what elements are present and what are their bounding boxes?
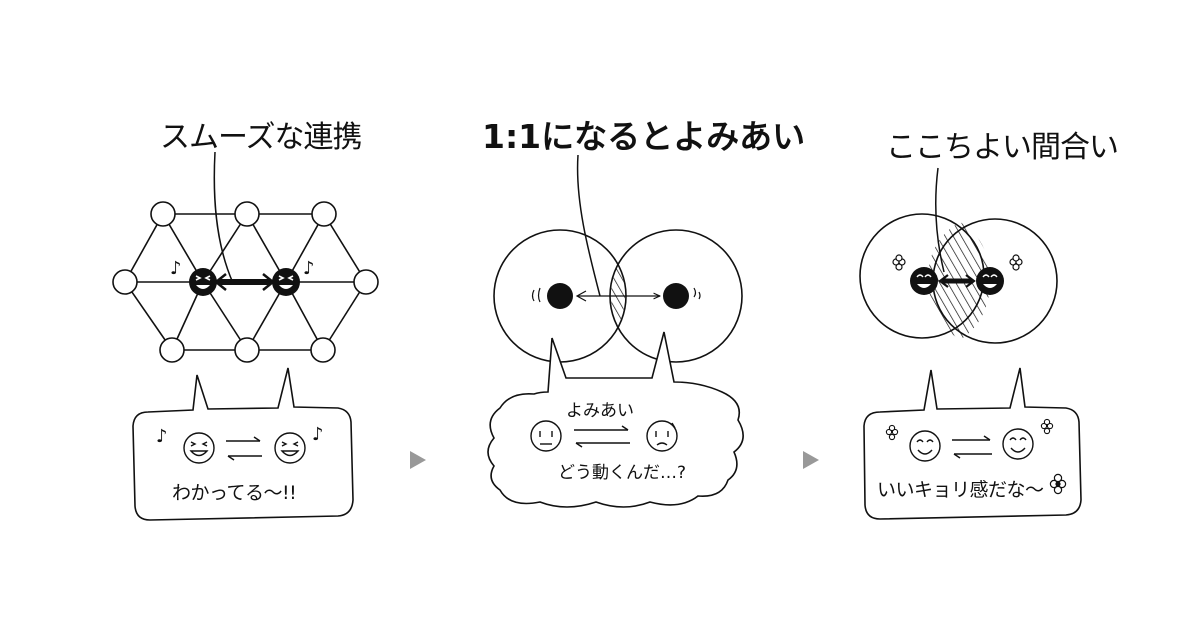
panel-3-face-left — [910, 431, 940, 461]
panel-3-bubble-text: いいキョリ感だな～ — [877, 475, 1044, 502]
panel-2-player-left — [547, 283, 573, 309]
panel-2-face-right — [647, 421, 677, 451]
panel-3-title: ここちよい間合い — [886, 122, 1118, 166]
node — [151, 202, 175, 226]
node — [311, 338, 335, 362]
panel-2-title: 1:1になるとよみあい — [482, 110, 805, 158]
panel-1-pointer — [214, 152, 233, 283]
node — [354, 270, 378, 294]
panel-1-title: スムーズな連携 — [160, 112, 362, 156]
panel-2-bubble-text: どう動くんだ…? — [558, 458, 686, 483]
music-note-icon: ♪ — [312, 424, 324, 445]
music-note-icon: ♪ — [156, 426, 168, 447]
panel-3-player-left — [910, 267, 938, 295]
next-arrow-icon — [803, 451, 819, 469]
panel-1-bubble-text: わかってる～!! — [172, 478, 296, 505]
panel-2-bubble-top-text: よみあい — [566, 396, 634, 421]
panel-1-face-right — [275, 433, 305, 463]
node — [160, 338, 184, 362]
flower-icon — [893, 255, 905, 270]
panel-1-player-left — [189, 268, 217, 296]
panel-3-player-right — [976, 267, 1004, 295]
node — [235, 202, 259, 226]
node — [235, 338, 259, 362]
panel-1-connection — [216, 274, 273, 290]
panel-2-face-left — [531, 421, 561, 451]
node — [113, 270, 137, 294]
panel-1-face-left — [184, 433, 214, 463]
next-arrow-icon — [410, 451, 426, 469]
music-note-icon: ♪ — [303, 258, 315, 279]
panel-2-pointer — [578, 155, 600, 296]
flower-icon — [1010, 255, 1022, 270]
panel-2-player-right — [663, 283, 689, 309]
panel-3-face-right — [1003, 429, 1033, 459]
panel-1-player-right — [272, 268, 300, 296]
node — [312, 202, 336, 226]
music-note-icon: ♪ — [170, 258, 182, 279]
